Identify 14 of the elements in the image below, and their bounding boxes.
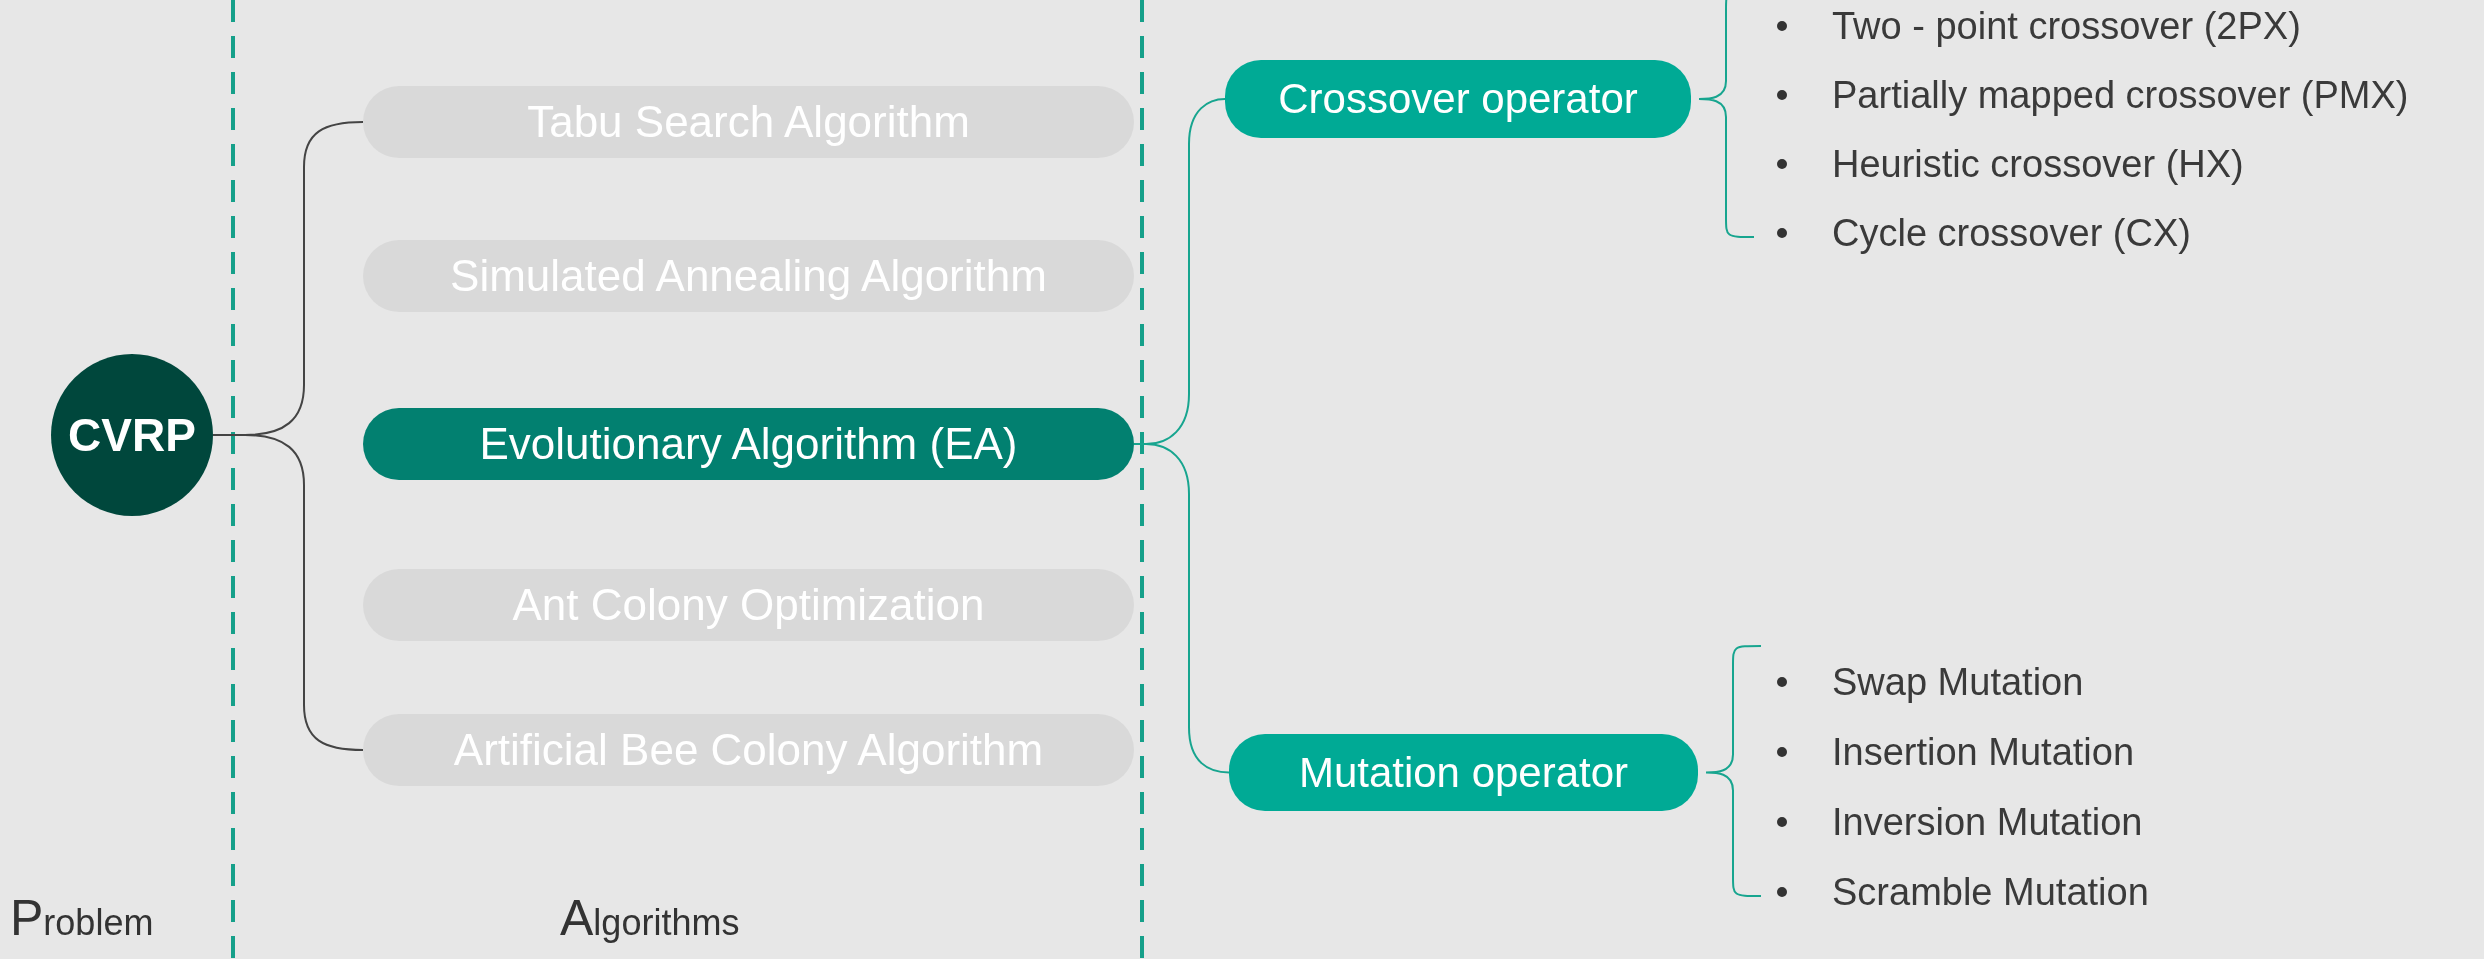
list-item: Swap Mutation (1832, 660, 2084, 704)
list-item: Scramble Mutation (1832, 870, 2149, 914)
node-text: CVRP (68, 408, 196, 462)
column-label: Algorithms (560, 889, 740, 948)
node-text: Mutation operator (1298, 748, 1629, 797)
list-item: Two - point crossover (2PX) (1832, 4, 2301, 48)
list-item: Inversion Mutation (1832, 800, 2143, 844)
list-item: Cycle crossover (CX) (1832, 211, 2191, 255)
list-item: Heuristic crossover (HX) (1832, 142, 2244, 186)
node-text: Crossover operator (1278, 75, 1638, 123)
column-label: Problem (10, 889, 154, 948)
node-text: Evolutionary Algorithm (EA) (479, 419, 1018, 469)
list-item: Partially mapped crossover (PMX) (1832, 73, 2409, 117)
list-item: Insertion Mutation (1832, 730, 2135, 774)
